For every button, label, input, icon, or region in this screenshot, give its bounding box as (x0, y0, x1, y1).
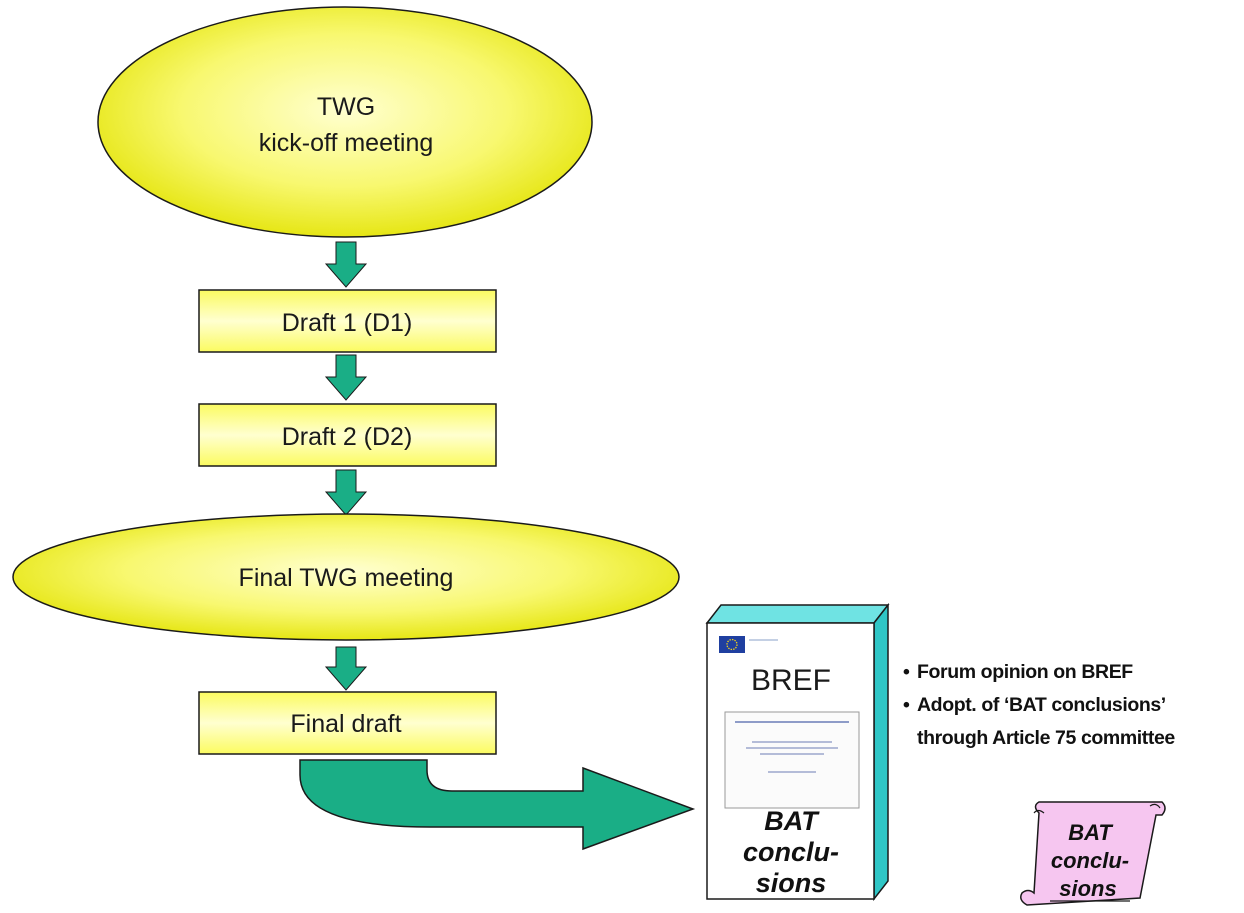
document-conclusions-line2: conclu- (743, 837, 839, 867)
final-meeting-label: Final TWG meeting (239, 564, 454, 592)
document-conclusions-line3: sions (756, 868, 827, 898)
bullet-dot: • (903, 661, 910, 683)
note-forum-opinion: • Forum opinion on BREF (903, 656, 1175, 689)
flow-arrow-2 (324, 354, 368, 401)
draft1-label: Draft 1 (D1) (282, 309, 413, 337)
note-adoption-text-line1: Adopt. of ‘BAT conclusions’ (917, 694, 1166, 716)
bat-conclusions-scroll: BAT conclu- sions (1020, 801, 1166, 906)
note-forum-opinion-text: Forum opinion on BREF (917, 661, 1133, 683)
final-draft-node: Final draft (198, 691, 497, 755)
scroll-line1: BAT (1068, 820, 1113, 845)
flow-arrow-to-document (299, 759, 696, 851)
approval-notes: • Forum opinion on BREF • Adopt. of ‘BAT c… (903, 656, 1175, 755)
final-meeting-node: Final TWG meeting (12, 513, 680, 641)
note-adoption-continued: through Article 75 committee (903, 722, 1175, 755)
draft2-node: Draft 2 (D2) (198, 403, 497, 467)
bref-document: BREF BAT conclu- sions (705, 602, 890, 902)
flow-arrow-4 (324, 646, 368, 691)
draft2-label: Draft 2 (D2) (282, 423, 413, 451)
bullet-dot: • (903, 694, 910, 716)
draft1-node: Draft 1 (D1) (198, 289, 497, 353)
note-adoption-text-line2: through Article 75 committee (917, 727, 1175, 749)
kickoff-label-line2: kick-off meeting (259, 129, 434, 157)
final-draft-label: Final draft (290, 710, 401, 738)
document-cover-panel (724, 711, 860, 809)
scroll-line2: conclu- (1051, 848, 1129, 873)
flow-arrow-1 (324, 241, 368, 288)
eu-flag-logo (719, 636, 778, 653)
bref-title: BREF (751, 664, 831, 697)
document-conclusions-line1: BAT (764, 806, 820, 836)
document-top-face (705, 604, 890, 624)
kickoff-label-line1: TWG (317, 93, 375, 121)
document-side-face (873, 602, 889, 902)
flow-arrow-3 (324, 469, 368, 516)
scroll-line3: sions (1059, 876, 1116, 901)
kickoff-meeting-node: TWG kick-off meeting (97, 6, 593, 238)
note-adoption: • Adopt. of ‘BAT conclusions’ (903, 689, 1175, 722)
